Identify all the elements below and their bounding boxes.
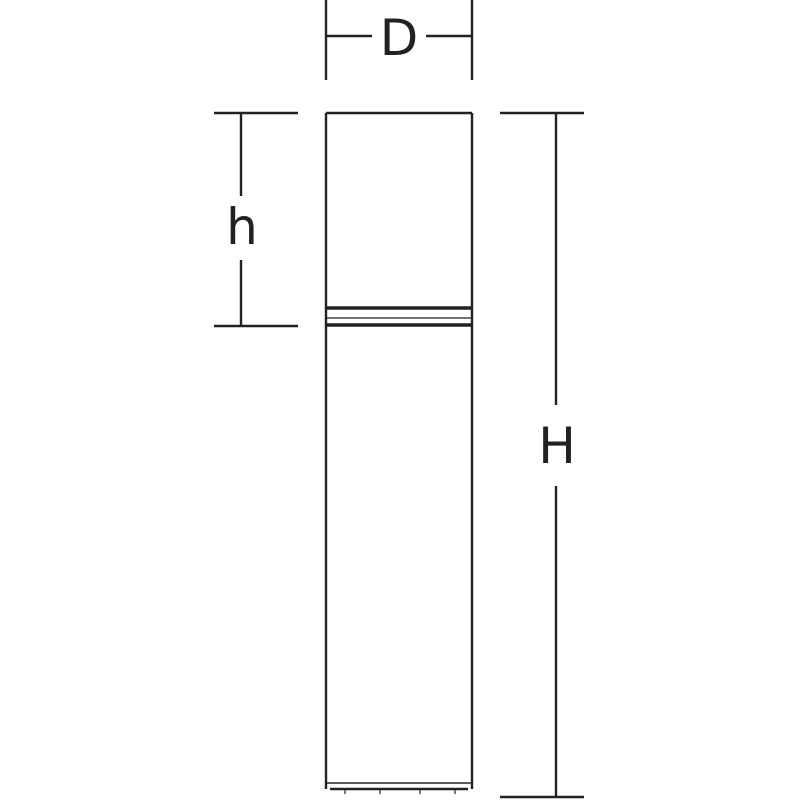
- diameter-label: D: [380, 9, 419, 67]
- head-height-label: h: [226, 198, 258, 256]
- total-height-label: H: [538, 417, 576, 475]
- bollard-outline: [324, 111, 474, 794]
- head-height-dimension: [214, 111, 298, 328]
- diameter-dimension: [324, 0, 474, 80]
- total-height-dimension: [500, 111, 584, 799]
